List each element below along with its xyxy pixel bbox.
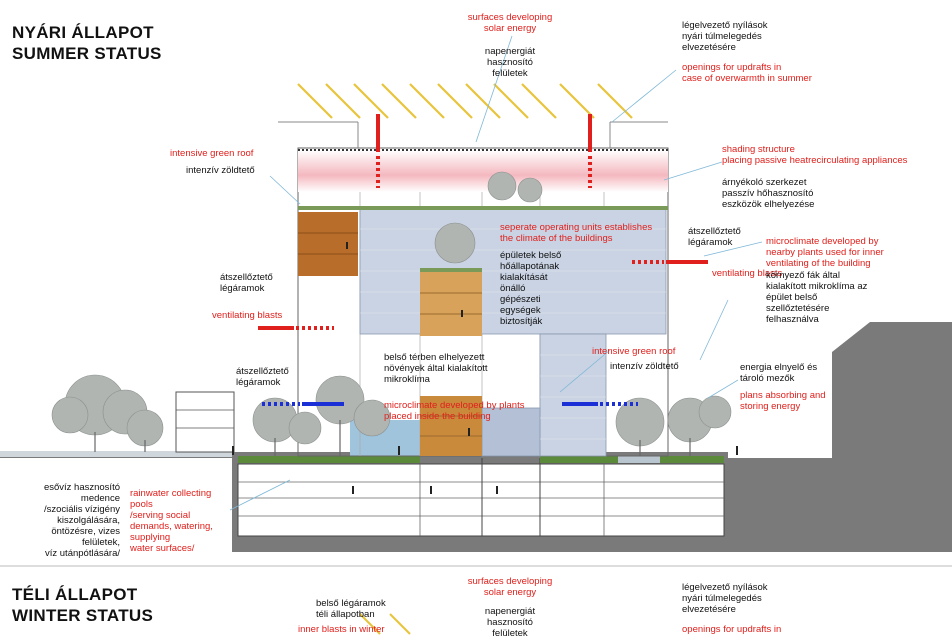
ground-green-right-2 xyxy=(660,456,724,463)
people xyxy=(232,242,738,494)
small-building-left xyxy=(175,391,235,453)
updraft-arrows xyxy=(376,114,592,188)
sun-louvers xyxy=(297,83,633,119)
timber-block-left xyxy=(298,212,358,276)
basement-levels xyxy=(237,463,725,537)
timber-block-lower xyxy=(420,396,482,456)
winter-solar-label-en: surfaces developing solar energy xyxy=(467,576,553,598)
middle-green-roof-label-en: intensive green roof xyxy=(592,346,676,357)
microclimate-trees-label-hu: környező fák által kialakított mikroklím… xyxy=(766,270,868,325)
microclimate-trees-label-en: microclimate developed by nearby plants … xyxy=(766,236,884,269)
glass-facade-center xyxy=(481,407,541,457)
summer-title: NYÁRI ÁLLAPOT SUMMER STATUS xyxy=(12,23,162,63)
solar-surfaces-label-hu: napenergiát hasznosító felületek xyxy=(484,46,536,79)
shading-label-hu: árnyékoló szerkezet passzív hőhasznosító… xyxy=(722,177,815,210)
green-roof-upper xyxy=(298,206,668,210)
middle-green-roof-label-hu: intenzív zöldtető xyxy=(610,361,679,372)
right-vent-label-en: ventilating blasts xyxy=(712,268,783,279)
ground-green-right-1 xyxy=(540,456,618,463)
operating-units-label-hu: épületek belső hőállapotának kialakításá… xyxy=(500,250,562,327)
ground-pool xyxy=(618,456,660,463)
roof-warm-air-zone xyxy=(298,150,668,192)
winter-blasts-label-hu: belső légáramok téli állapotban xyxy=(316,598,386,620)
shading-label-en: shading structure placing passive heatre… xyxy=(722,144,908,166)
winter-title: TÉLI ÁLLAPOT WINTER STATUS xyxy=(12,585,154,625)
trees xyxy=(51,171,732,447)
green-roof-middle xyxy=(420,268,482,272)
rainwater-label-hu: esővíz hasznosító medence /szociális víz… xyxy=(43,482,120,559)
inner-plants-label-hu: belső térben elhelyezett növények által … xyxy=(384,352,488,385)
updraft-openings-label-en: openings for updrafts in case of overwar… xyxy=(682,62,812,84)
winter-solar-label-hu: napenergiát hasznosító felületek xyxy=(484,606,536,639)
ground-green-left xyxy=(238,456,420,463)
winter-updraft-label-en: openings for updrafts in xyxy=(682,624,782,635)
green-roof-label-en: intensive green roof xyxy=(170,148,254,159)
right-vent-label-hu: átszellőztető légáramok xyxy=(688,226,741,248)
timber-block-middle xyxy=(420,272,482,336)
street-surface xyxy=(0,451,232,457)
winter-blasts-label-en: inner blasts in winter xyxy=(298,624,385,635)
operating-units-label-en: seperate operating units establishes the… xyxy=(500,222,653,244)
left-vent-label-hu: átszellőztető légáramok xyxy=(220,272,273,294)
left-lower-vent-label-hu: átszellőztető légáramok xyxy=(236,366,289,388)
winter-sun-louvers xyxy=(359,613,411,635)
winter-updraft-label-hu: légelvezető nyílások nyári túlmelegedés … xyxy=(682,582,768,615)
energy-fields-label-en: plans absorbing and storing energy xyxy=(740,390,826,412)
solar-surfaces-label-en: surfaces developing solar energy xyxy=(467,12,553,34)
rainwater-label-en: rainwater collecting pools /serving soci… xyxy=(130,488,213,554)
inner-plants-label-en: microclimate developed by plants placed … xyxy=(384,400,525,422)
left-vent-label-en: ventilating blasts xyxy=(212,310,283,321)
updraft-openings-label-hu: légelvezető nyílások nyári túlmelegedés … xyxy=(682,20,768,53)
warm-air-arrows xyxy=(258,260,708,330)
green-roof-label-hu: intenzív zöldtető xyxy=(186,165,255,176)
leader-lines xyxy=(229,35,763,511)
glass-facade-lower xyxy=(539,333,607,457)
energy-fields-label-hu: energia elnyelő és tároló mezők xyxy=(740,362,818,384)
